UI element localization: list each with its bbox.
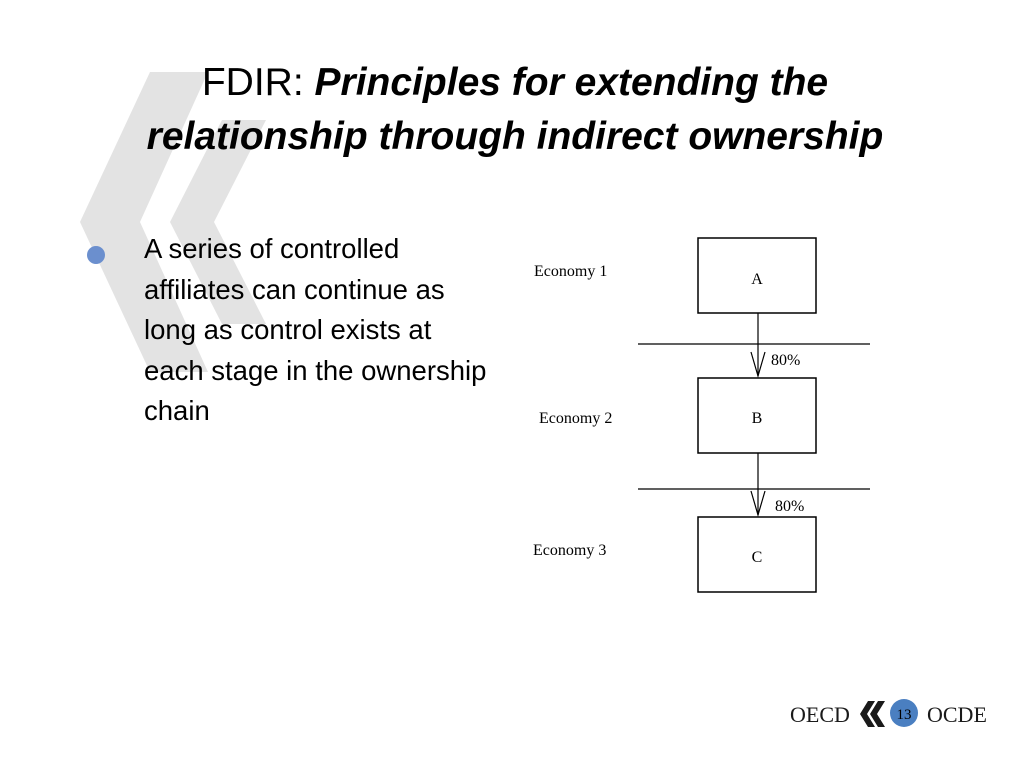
oecd-footer-logo: OECD 13 OCDE — [790, 699, 987, 727]
link-label-b-to-c: 80% — [775, 498, 804, 515]
title-main: Principles for extending the relationshi… — [146, 61, 884, 158]
entity-label-b: B — [752, 410, 763, 427]
oecd-quote-logo-icon — [860, 701, 875, 727]
link-label-a-to-b: 80% — [771, 352, 800, 369]
page-number: 13 — [897, 707, 912, 723]
org-name-en: OECD — [790, 702, 850, 727]
ownership-chain-diagram: Economy 1 Economy 2 Economy 3 A B C 80% … — [533, 237, 870, 593]
org-name-fr: OCDE — [927, 702, 987, 727]
entity-box-a — [697, 237, 817, 314]
bullet-text: A series of controlled affiliates can co… — [144, 233, 487, 426]
economy-label-3: Economy 3 — [533, 542, 606, 559]
entity-label-a: A — [751, 271, 763, 288]
title-prefix: FDIR: — [201, 61, 315, 104]
entity-box-b — [697, 377, 817, 454]
page-number-badge — [890, 699, 918, 727]
economy-label-2: Economy 2 — [539, 410, 612, 427]
slide-title: FDIR: Principles for extending the relat… — [110, 56, 920, 164]
entity-box-c — [697, 516, 817, 593]
arrowhead-down-icon — [750, 490, 766, 518]
economy-label-1: Economy 1 — [534, 263, 607, 280]
oecd-quote-logo-icon — [870, 701, 885, 727]
arrowhead-down-icon — [750, 351, 766, 379]
bullet-dot-icon — [87, 246, 105, 264]
entity-label-c: C — [752, 549, 763, 566]
